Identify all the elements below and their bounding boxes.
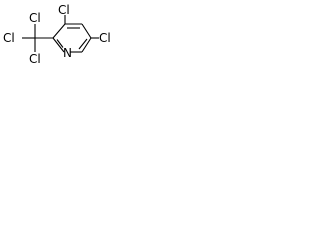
- atom-n-ring: N: [63, 46, 72, 60]
- substituent-bonds: [22, 15, 99, 52]
- double-bond-c5-c6: [78, 38, 88, 50]
- molecule-svg: Cl Cl N Cl Cl Cl: [3, 3, 111, 66]
- bond-c4-c5: [81, 23, 92, 39]
- bond-n-c2: [52, 37, 65, 53]
- atom-cl-c: Cl: [29, 52, 41, 66]
- atom-labels: Cl Cl N Cl Cl Cl: [3, 3, 111, 66]
- ring-bonds: [52, 23, 92, 53]
- atom-cl-b: Cl: [3, 31, 15, 45]
- atom-cl-ring-right: Cl: [99, 31, 111, 45]
- bond-c2-c3: [52, 23, 66, 39]
- structure-diagram: Cl Cl N Cl Cl Cl: [0, 0, 120, 69]
- atom-cl-ring-top: Cl: [58, 3, 70, 17]
- double-bond-n-c2: [56, 39, 64, 48]
- atom-cl-a: Cl: [29, 11, 41, 25]
- bond-c5-c6: [81, 37, 92, 53]
